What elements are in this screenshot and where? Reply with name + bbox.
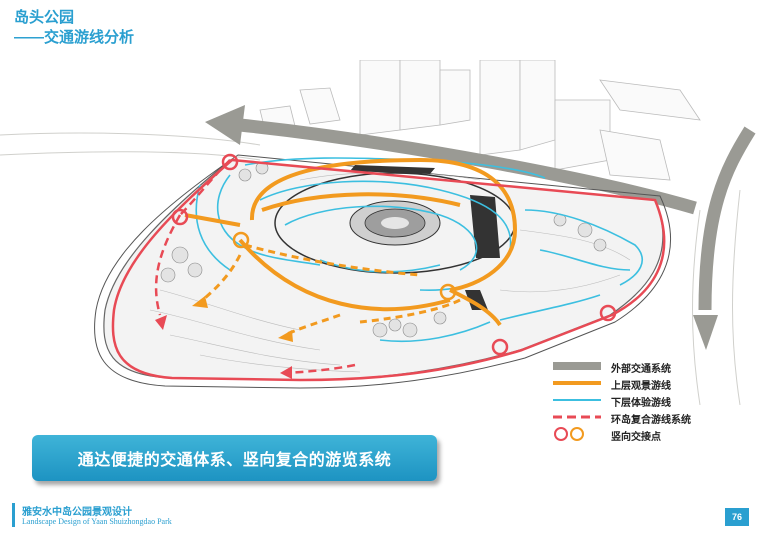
footer-project-cn: 雅安水中岛公园景观设计 — [22, 507, 132, 518]
legend-label: 上层观景游线 — [611, 381, 671, 392]
legend-label: 下层体验游线 — [611, 398, 671, 409]
page-subtitle: ——交通游线分析 — [14, 29, 135, 46]
legend-swatch-red-dashed — [553, 415, 601, 419]
footer-project-en: Landscape Design of Yaan Shuizhongdao Pa… — [22, 517, 172, 526]
external-traffic-arrow-top — [239, 118, 697, 215]
arrow-head-down — [693, 315, 718, 350]
legend-item-loop-route: 环岛复合游线系统 — [553, 409, 753, 426]
tree-clusters — [160, 161, 607, 338]
legend-item-vertical-node: 竖向交接点 — [553, 426, 753, 443]
arrow-head-left — [205, 105, 245, 145]
vertical-nodes — [171, 153, 617, 356]
external-traffic-arrow-right — [698, 126, 756, 311]
red-arrowhead — [155, 315, 167, 330]
page-title: 岛头公园 — [14, 9, 75, 26]
legend: 外部交通系统 上层观景游线 下层体验游线 环岛复合游线系统 竖向交接点 — [553, 358, 753, 443]
upper-route-orange — [184, 157, 518, 327]
page-number: 76 — [725, 508, 749, 526]
legend-item-external-traffic: 外部交通系统 — [553, 358, 753, 375]
legend-label: 竖向交接点 — [611, 432, 661, 443]
legend-item-lower-route: 下层体验游线 — [553, 392, 753, 409]
footer-accent-bar — [12, 503, 15, 527]
park-circulation-map — [0, 60, 756, 405]
legend-item-upper-route: 上层观景游线 — [553, 375, 753, 392]
legend-swatch-circles — [554, 427, 584, 441]
orange-arrowhead — [278, 330, 293, 342]
loop-route-red — [111, 158, 666, 382]
legend-label: 外部交通系统 — [611, 364, 671, 375]
surrounding-city — [259, 60, 701, 181]
legend-label: 环岛复合游线系统 — [611, 415, 691, 426]
central-plaza — [274, 172, 516, 274]
red-arrowhead — [280, 366, 292, 379]
legend-swatch-grey-band — [553, 362, 601, 370]
summary-banner: 通达便捷的交通体系、竖向复合的游览系统 — [32, 435, 437, 481]
legend-swatch-cyan-line — [553, 399, 601, 401]
legend-swatch-orange-line — [553, 381, 601, 385]
island-edge — [94, 154, 672, 389]
orange-arrowhead — [192, 296, 208, 308]
